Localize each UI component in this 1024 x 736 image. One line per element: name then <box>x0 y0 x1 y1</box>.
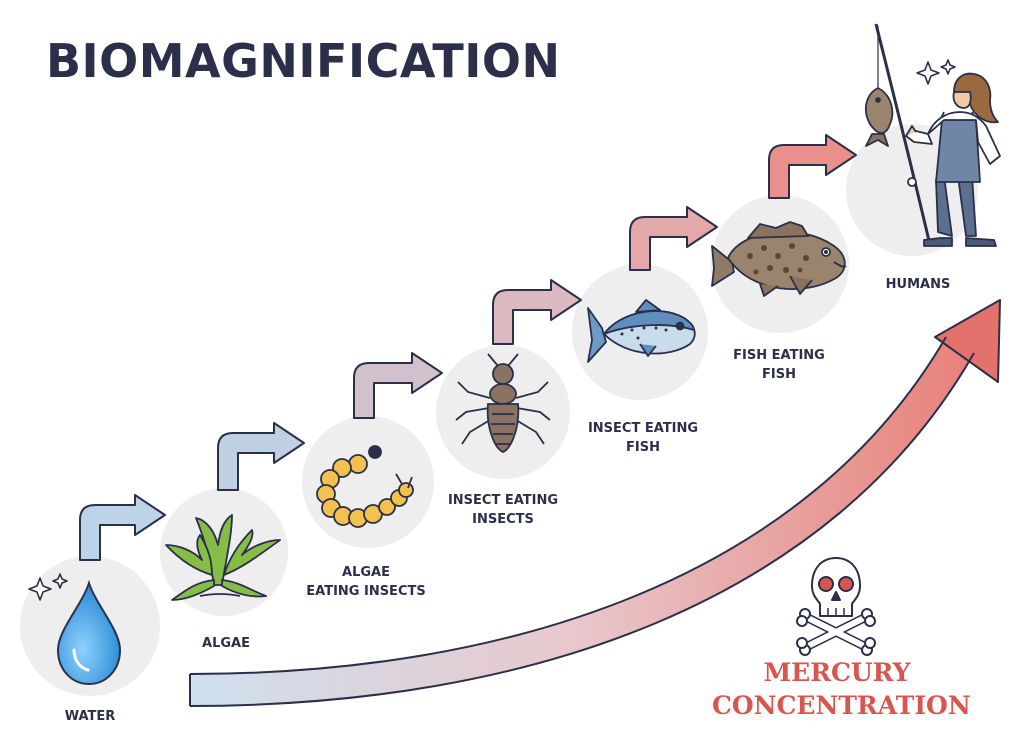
step-arrow-icon <box>768 134 857 199</box>
step-arrow-icon <box>79 494 166 561</box>
stage-label-insect-eating-fish: INSECT EATING FISH <box>587 421 699 455</box>
concentration-arrow-icon <box>189 299 1001 707</box>
water-drop-icon <box>56 579 122 686</box>
fisherman-icon <box>864 23 1001 247</box>
sparkle-icon <box>28 573 68 601</box>
stage-label-fish-eating-fish: FISH EATING FISH <box>733 348 825 382</box>
step-arrow-icon <box>217 422 305 491</box>
grouper-fish-icon <box>711 221 847 297</box>
small-fish-icon <box>587 299 696 363</box>
step-arrows <box>79 134 857 561</box>
sparkle-icon <box>916 59 956 85</box>
larva-icon <box>316 445 414 528</box>
mercury-concentration-label: MERCURY CONCENTRATION <box>712 658 971 720</box>
step-arrow-icon <box>492 279 582 345</box>
step-arrow-icon <box>353 352 443 419</box>
page-title: BIOMAGNIFICATION <box>46 34 561 88</box>
stage-label-algae: ALGAE <box>202 636 250 651</box>
step-arrow-icon <box>629 206 718 271</box>
skull-crossbones-icon <box>796 557 876 656</box>
stage-label-insect-eating-insects: INSECT EATING INSECTS <box>447 493 559 527</box>
stage-label-humans: HUMANS <box>885 277 951 292</box>
stage-label-algae-eating-insects: ALGAE EATING INSECTS <box>306 565 426 599</box>
stage-label-water: WATER <box>64 709 116 724</box>
algae-plant-icon <box>165 514 281 601</box>
beetle-icon <box>455 353 551 453</box>
